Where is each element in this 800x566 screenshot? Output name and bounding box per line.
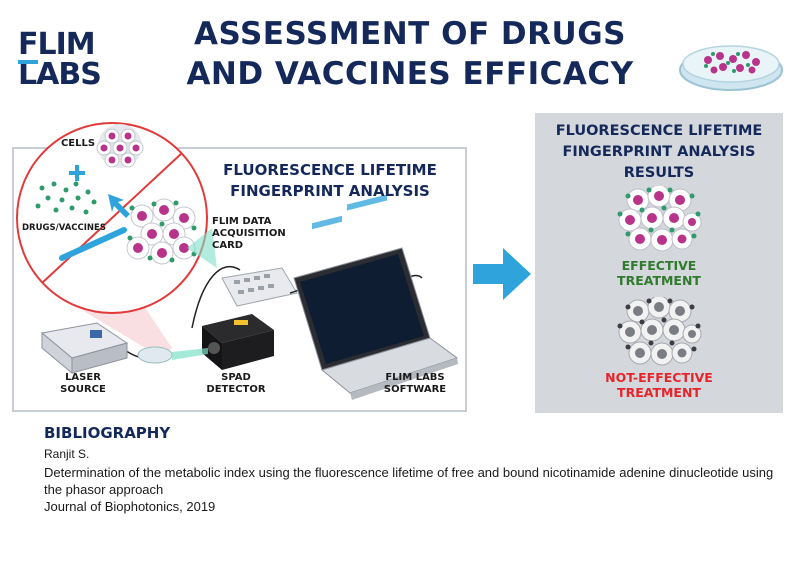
bibliography-journal: Journal of Biophotonics, 2019 [44,499,216,514]
pointer-arrow-icon [108,194,130,218]
flim-software-label: FLIM LABS SOFTWARE [383,372,447,395]
results-title-line-1: FLUORESCENCE LIFETIME [555,123,763,139]
zoom-slash [41,152,183,284]
flim-card-label: FLIM DATA ACQUISITION CARD [212,216,286,251]
flow-arrow-icon [473,248,531,300]
sample-dish-icon [137,346,173,364]
spad-detector-label: SPAD DETECTOR [206,372,266,395]
bibliography-heading: BIBLIOGRAPHY [44,424,171,442]
logo-accent [18,60,38,64]
pipette-icon [59,227,127,261]
flim-labs-logo: FLIM LABS [18,27,102,88]
not-effective-treatment-label: NOT-EFFECTIVE TREATMENT [535,370,783,400]
effective-cells-icon [617,186,702,252]
laser-source-label: LASER SOURCE [60,372,106,395]
left-title-line-2: FINGERPRINT ANALYSIS [230,182,430,200]
laser-source-icon [40,322,129,375]
drugs-particles-icon [35,181,97,215]
left-panel-title: FLUORESCENCE LIFETIME FINGERPRINT ANALYS… [210,160,450,202]
petri-dish-icon [679,45,783,91]
magnifier-cone [62,298,172,358]
flim-card-icon [221,267,298,307]
effective-line-1: EFFECTIVE [621,258,697,273]
results-title: FLUORESCENCE LIFETIME FINGERPRINT ANALYS… [535,121,783,184]
title-line-1: ASSESSMENT OF DRUGS [194,16,626,52]
effective-line-2: TREATMENT [617,273,701,288]
page-title: ASSESSMENT OF DRUGS AND VACCINES EFFICAC… [150,14,670,94]
not-effective-line-2: TREATMENT [617,385,701,400]
spad-detector-icon [172,314,274,370]
laptop-icon [293,194,459,400]
not-effective-line-1: NOT-EFFECTIVE [605,370,713,385]
plus-icon [69,165,85,181]
cable-1 [191,265,241,329]
bibliography-author: Ranjit S. [44,447,90,461]
drugs-label: DRUGS/VACCINES [22,223,106,233]
bibliography-title: Determination of the metabolic index usi… [44,465,774,497]
left-title-line-1: FLUORESCENCE LIFETIME [223,161,437,179]
setup-diagram [16,122,459,400]
cells-label: CELLS [60,138,96,149]
effective-treatment-label: EFFECTIVE TREATMENT [535,258,783,288]
treated-cells-icon [126,198,217,268]
logo-text-flim: FLIM [18,27,95,62]
left-panel-frame [12,147,467,412]
title-line-2: AND VACCINES EFFICACY [186,56,634,92]
cells-icon [96,124,144,168]
results-title-line-2: FINGERPRINT ANALYSIS [562,144,756,160]
results-title-line-3: RESULTS [623,165,695,181]
not-effective-cells-icon [617,297,702,366]
